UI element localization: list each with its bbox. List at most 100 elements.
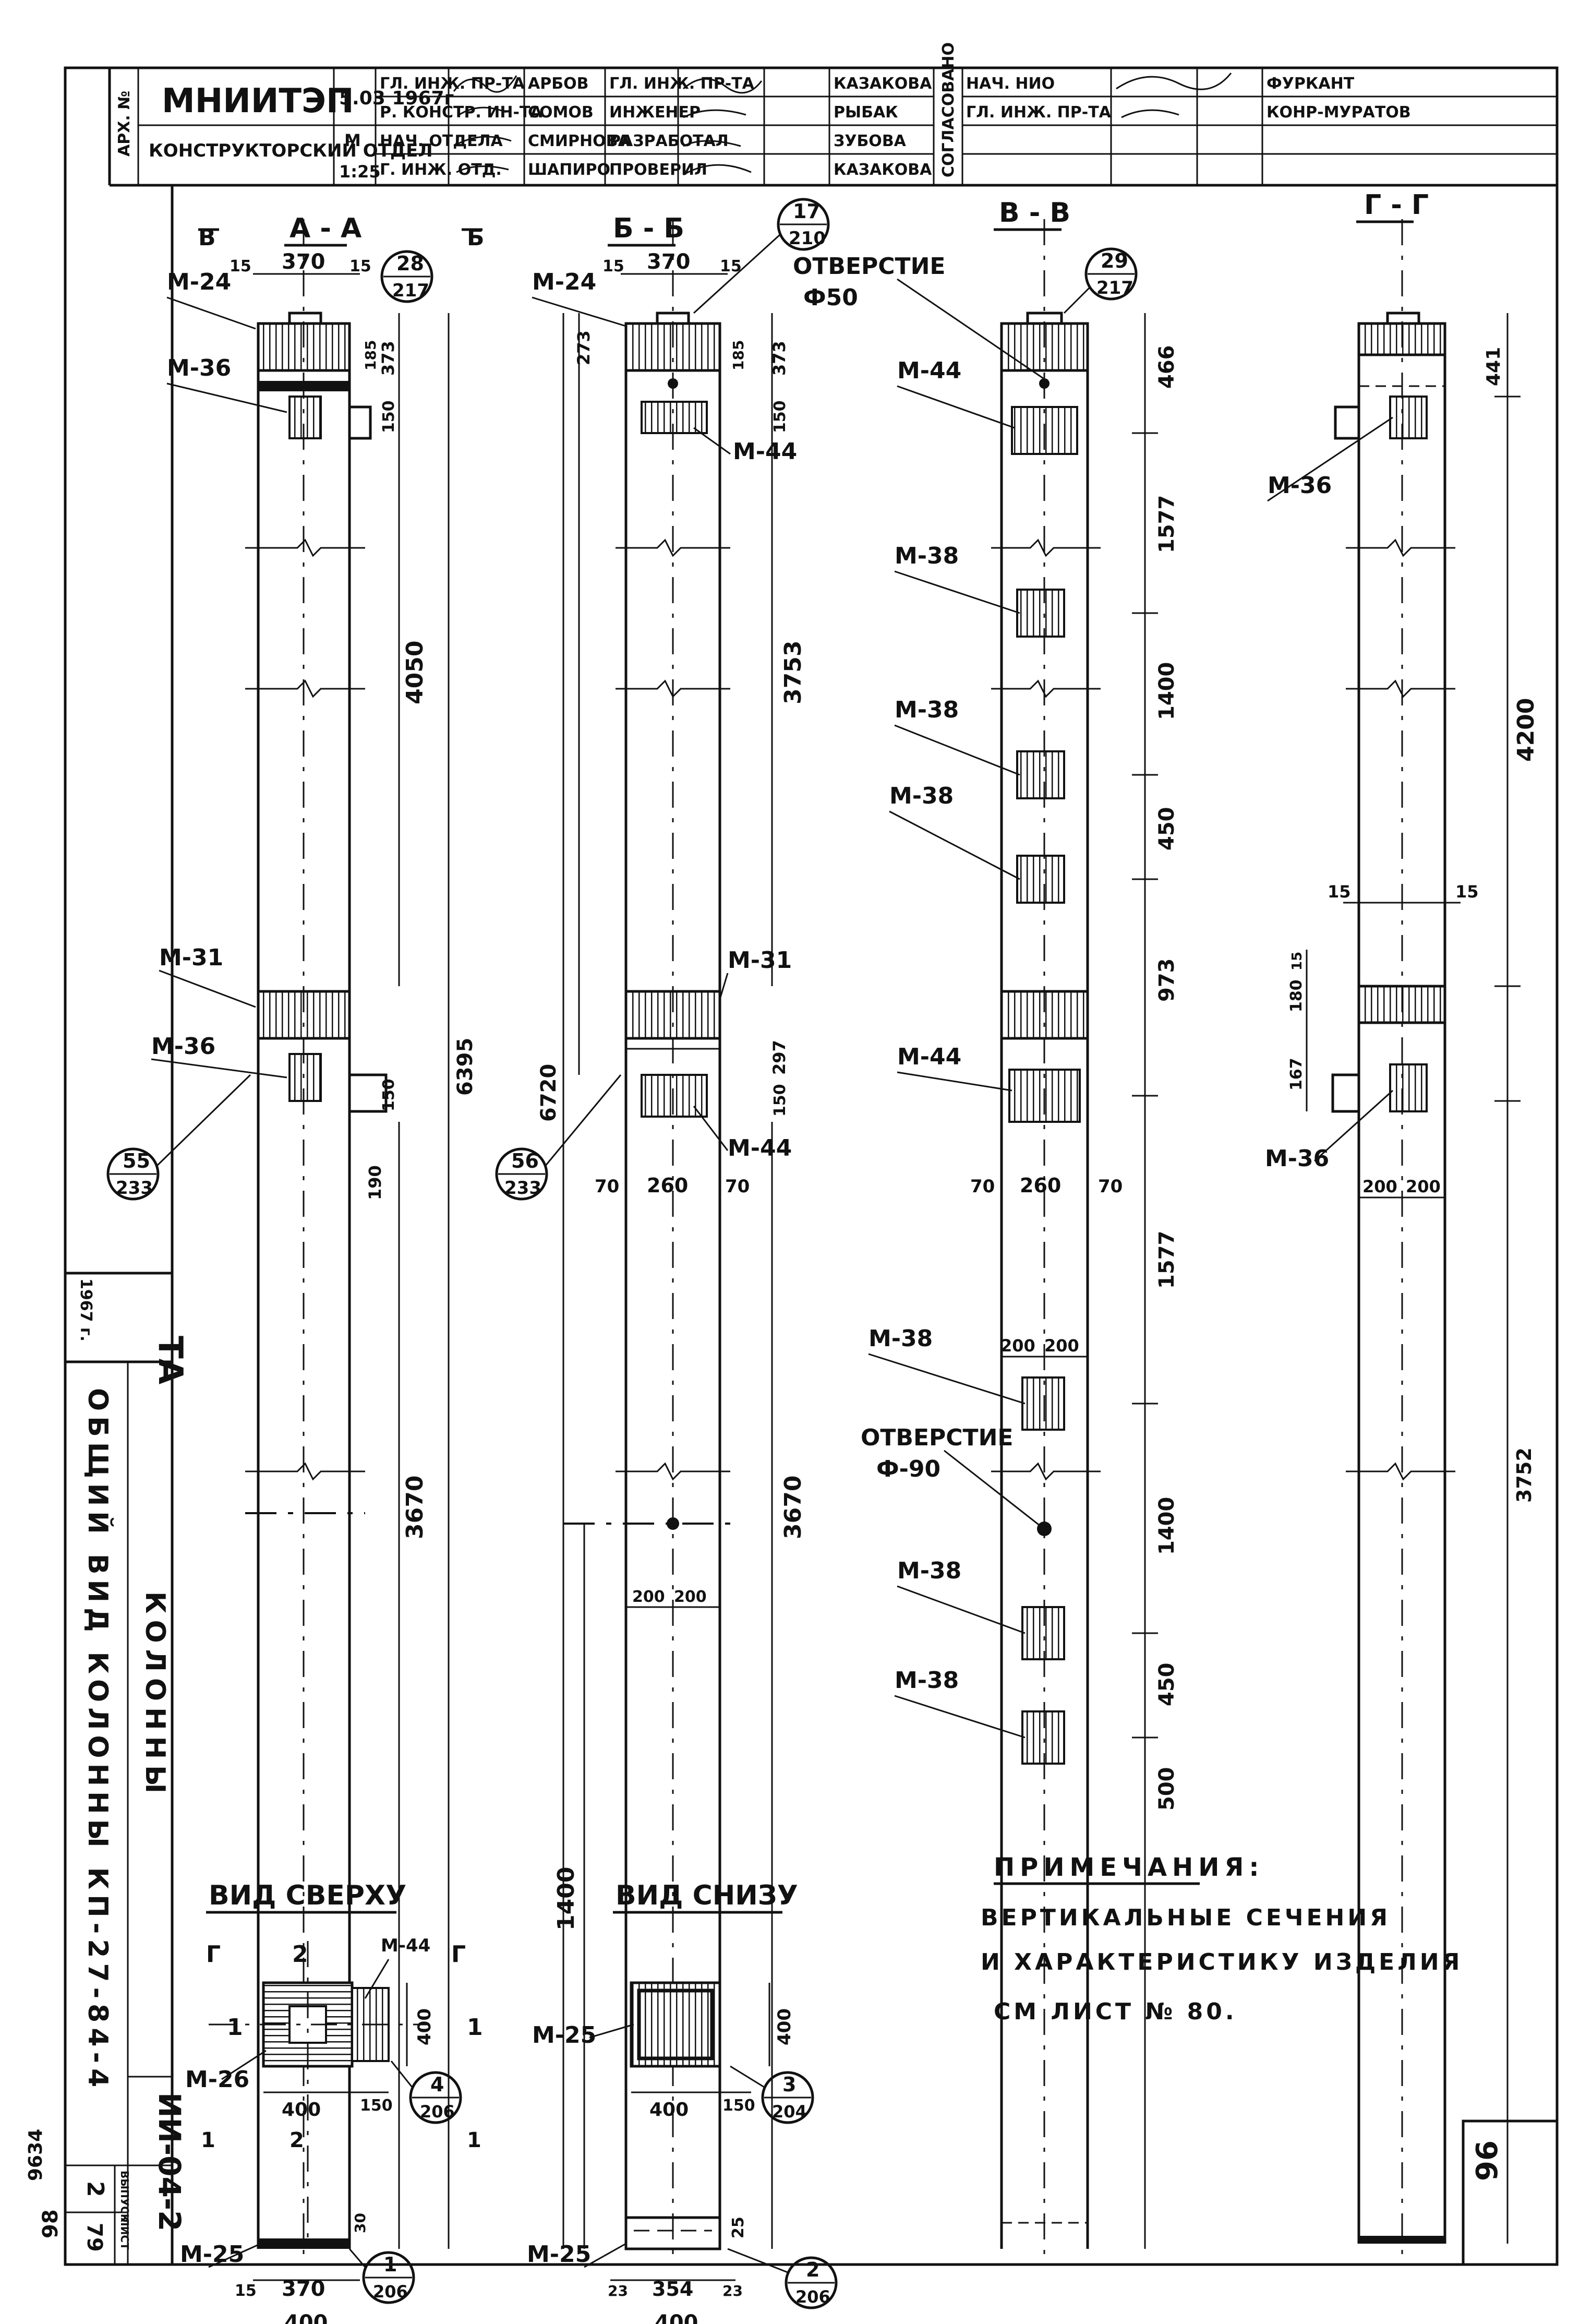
- svg-text:466: 466: [1155, 345, 1179, 389]
- section-gg: Г - Г 441 4200 15 15 180 15 167 200 200 …: [1265, 189, 1539, 2259]
- svg-text:25: 25: [729, 2217, 747, 2238]
- svg-text:1400: 1400: [1155, 1497, 1179, 1555]
- scale: 1:25: [339, 162, 381, 182]
- role-c-1: ГЛ. ИНЖ. ПР-ТА: [966, 103, 1112, 122]
- name-c-0: ФУРКАНТ: [1267, 75, 1355, 93]
- svg-text:273: 273: [574, 330, 594, 365]
- svg-text:206: 206: [420, 2102, 455, 2122]
- svg-text:М-44: М-44: [381, 1935, 430, 1956]
- svg-text:М-38: М-38: [895, 543, 959, 569]
- svg-text:1: 1: [467, 2014, 483, 2041]
- svg-text:370: 370: [647, 250, 691, 274]
- role-b-1: ИНЖЕНЕР: [609, 103, 701, 122]
- svg-text:185: 185: [730, 340, 747, 370]
- plate-m38-5: [1021, 1606, 1065, 1660]
- svg-text:400: 400: [655, 2311, 698, 2324]
- scale-label: М: [344, 130, 361, 150]
- svg-text:70: 70: [595, 1176, 619, 1197]
- column-vv-outline: [1000, 324, 1089, 2249]
- section-bb: Б - Б 15 370 15 273 185 373 150 3753 672…: [495, 198, 838, 2324]
- svg-text:200: 200: [1406, 1177, 1441, 1196]
- svg-text:210: 210: [789, 228, 826, 249]
- svg-text:3: 3: [782, 2073, 796, 2096]
- svg-text:15: 15: [235, 2282, 257, 2300]
- svg-text:М-26: М-26: [185, 2066, 249, 2093]
- svg-text:400: 400: [282, 2099, 321, 2121]
- svg-text:15: 15: [602, 257, 624, 275]
- svg-text:М-36: М-36: [1265, 1145, 1329, 1172]
- plate-m38-1: [1016, 589, 1065, 638]
- svg-text:2: 2: [292, 1941, 308, 1968]
- svg-text:400: 400: [774, 2008, 795, 2045]
- notes-line-3: СМ ЛИСТ № 80.: [994, 1998, 1237, 2025]
- plate-m31: [257, 990, 351, 1040]
- role-c-0: НАЧ. НИО: [966, 75, 1055, 93]
- side-title: КОЛОННЫ: [139, 1591, 171, 1800]
- column-gg-outline: [1357, 324, 1446, 2244]
- svg-text:Г: Г: [451, 1941, 466, 1968]
- svg-text:200: 200: [674, 1588, 707, 1606]
- side-org: ТА: [151, 1336, 189, 1385]
- plate-m38-3: [1016, 855, 1065, 904]
- column-aa-outline: [257, 324, 351, 2249]
- dim-3752: 3752: [1513, 1447, 1536, 1503]
- svg-text:206: 206: [795, 2287, 830, 2307]
- sheet-number: 79: [82, 2223, 106, 2252]
- svg-text:55: 55: [123, 1149, 150, 1172]
- svg-text:М-36: М-36: [151, 1033, 215, 1060]
- svg-text:23: 23: [722, 2282, 743, 2299]
- title-block: АРХ. № МНИИТЭП КОНСТРУКТОРСКИЙ ОТДЕЛ 5.0…: [115, 42, 1557, 185]
- section-vv-title: В - В: [999, 197, 1070, 229]
- name-b-1: РЫБАК: [834, 103, 898, 122]
- side-code: ИИ-04-2: [152, 2092, 187, 2231]
- svg-text:М-38: М-38: [897, 1558, 961, 1584]
- svg-text:М-44: М-44: [728, 1135, 792, 1161]
- svg-text:23: 23: [608, 2282, 628, 2299]
- section-bb-title: Б - Б: [613, 213, 684, 244]
- dim-3753: 3753: [780, 641, 806, 704]
- svg-text:1400: 1400: [1155, 662, 1179, 720]
- svg-text:15: 15: [1328, 882, 1351, 902]
- svg-text:190: 190: [365, 1165, 385, 1200]
- section-aa: А - А 15 370 15 185 373 150 4050 150 639…: [106, 213, 485, 2324]
- svg-text:400: 400: [649, 2099, 689, 2121]
- page-number-box: 96: [1462, 2119, 1559, 2266]
- notes-heading: ПРИМЕЧАНИЯ:: [994, 1853, 1264, 1882]
- svg-text:2: 2: [290, 2128, 304, 2152]
- role-b-3: ПРОВЕРИЛ: [609, 161, 707, 179]
- svg-text:29: 29: [1101, 249, 1128, 272]
- section-vv: В - В 466 1577 1400 450 973 70: [793, 197, 1179, 2259]
- svg-text:ОТВЕРСТИЕ: ОТВЕРСТИЕ: [793, 253, 945, 280]
- svg-text:М-38: М-38: [869, 1325, 933, 1352]
- top-view: ВИД СВЕРХУ 400 150 400 М-44 М-26 Г Г 2 2…: [185, 1880, 483, 2244]
- name-b-0: КАЗАКОВА: [834, 75, 932, 93]
- dim-6395: 6395: [453, 1038, 477, 1096]
- issue-number: 2: [82, 2181, 108, 2197]
- role-a-2: НАЧ. ОТДЕЛА: [380, 132, 503, 150]
- dept-name: КОНСТРУКТОРСКИЙ ОТДЕЛ: [149, 140, 433, 161]
- svg-text:1: 1: [383, 2253, 397, 2276]
- svg-text:400: 400: [284, 2311, 328, 2324]
- outer-frame: [64, 66, 1559, 2266]
- svg-text:1: 1: [227, 2014, 243, 2041]
- notes-line-2: И ХАРАКТЕРИСТИКУ ИЗДЕЛИЯ: [981, 1949, 1463, 1975]
- side-subtitle: ОБЩИЙ ВИД КОЛОННЫ КП-27-84-4: [82, 1388, 114, 2092]
- role-a-1: Р. КОНСТР. ИН-ТА: [380, 103, 542, 122]
- side-block: ТА 1967 г. КОЛОННЫ ОБЩИЙ ВИД КОЛОННЫ КП-…: [25, 1272, 189, 2265]
- svg-text:1: 1: [467, 2128, 481, 2152]
- dim-3670-bb: 3670: [780, 1476, 806, 1539]
- plate-m44-top: [641, 401, 708, 434]
- svg-text:354: 354: [652, 2278, 693, 2301]
- dim-4050: 4050: [402, 641, 428, 704]
- signature: [1116, 73, 1232, 118]
- svg-text:297: 297: [769, 1040, 789, 1075]
- bottom-view-title: ВИД СНИЗУ: [616, 1880, 798, 1911]
- svg-text:70: 70: [1098, 1176, 1123, 1197]
- role-a-3: Г. ИНЖ. ОТД.: [380, 161, 502, 179]
- svg-text:1577: 1577: [1155, 1231, 1179, 1289]
- signature: [683, 78, 763, 176]
- plate-m36-gg-top: [1389, 396, 1428, 439]
- svg-text:Ф50: Ф50: [803, 284, 858, 311]
- svg-text:М-25: М-25: [180, 2241, 244, 2268]
